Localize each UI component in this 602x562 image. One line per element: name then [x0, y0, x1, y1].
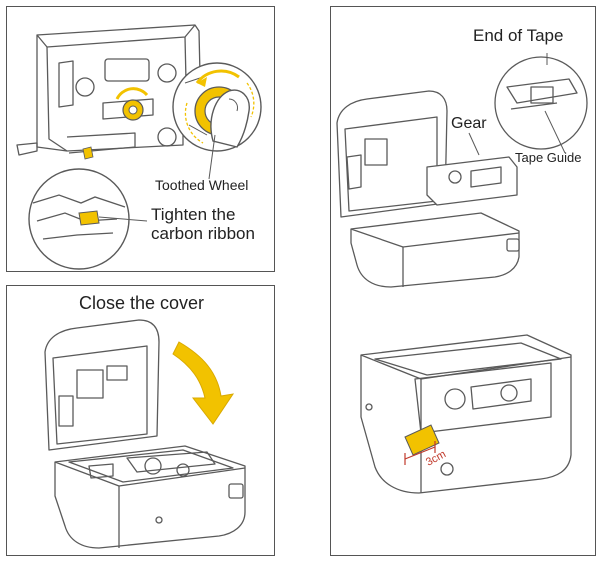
step2-panel: Close the cover [6, 285, 275, 556]
tighten-ribbon-label: Tighten the carbon ribbon [151, 205, 255, 243]
tighten-ribbon-line2: carbon ribbon [151, 224, 255, 243]
printer-closing-illustration [44, 319, 246, 549]
tighten-ribbon-line1: Tighten the [151, 205, 236, 224]
close-direction-arrow-icon [172, 341, 235, 425]
zoom-wheel-detail [172, 62, 262, 180]
cassette-gear-small [115, 87, 149, 121]
tape-end-strip [404, 424, 440, 456]
tape-loading-illustration [336, 53, 588, 494]
cassette-illustration [16, 24, 262, 270]
step3-panel: End of Tape Gear Tape Guide 3cm [330, 6, 596, 556]
toothed-wheel-label: Toothed Wheel [155, 177, 249, 193]
zoom-ribbon-detail [28, 146, 148, 270]
end-of-tape-label: End of Tape [473, 26, 564, 45]
tape-guide-label: Tape Guide [515, 150, 582, 165]
length-measure-icon [404, 441, 436, 465]
gear-label: Gear [451, 115, 487, 132]
step1-panel: Toothed Wheel Tighten the carbon ribbon [6, 6, 275, 272]
close-cover-label: Close the cover [78, 293, 205, 313]
